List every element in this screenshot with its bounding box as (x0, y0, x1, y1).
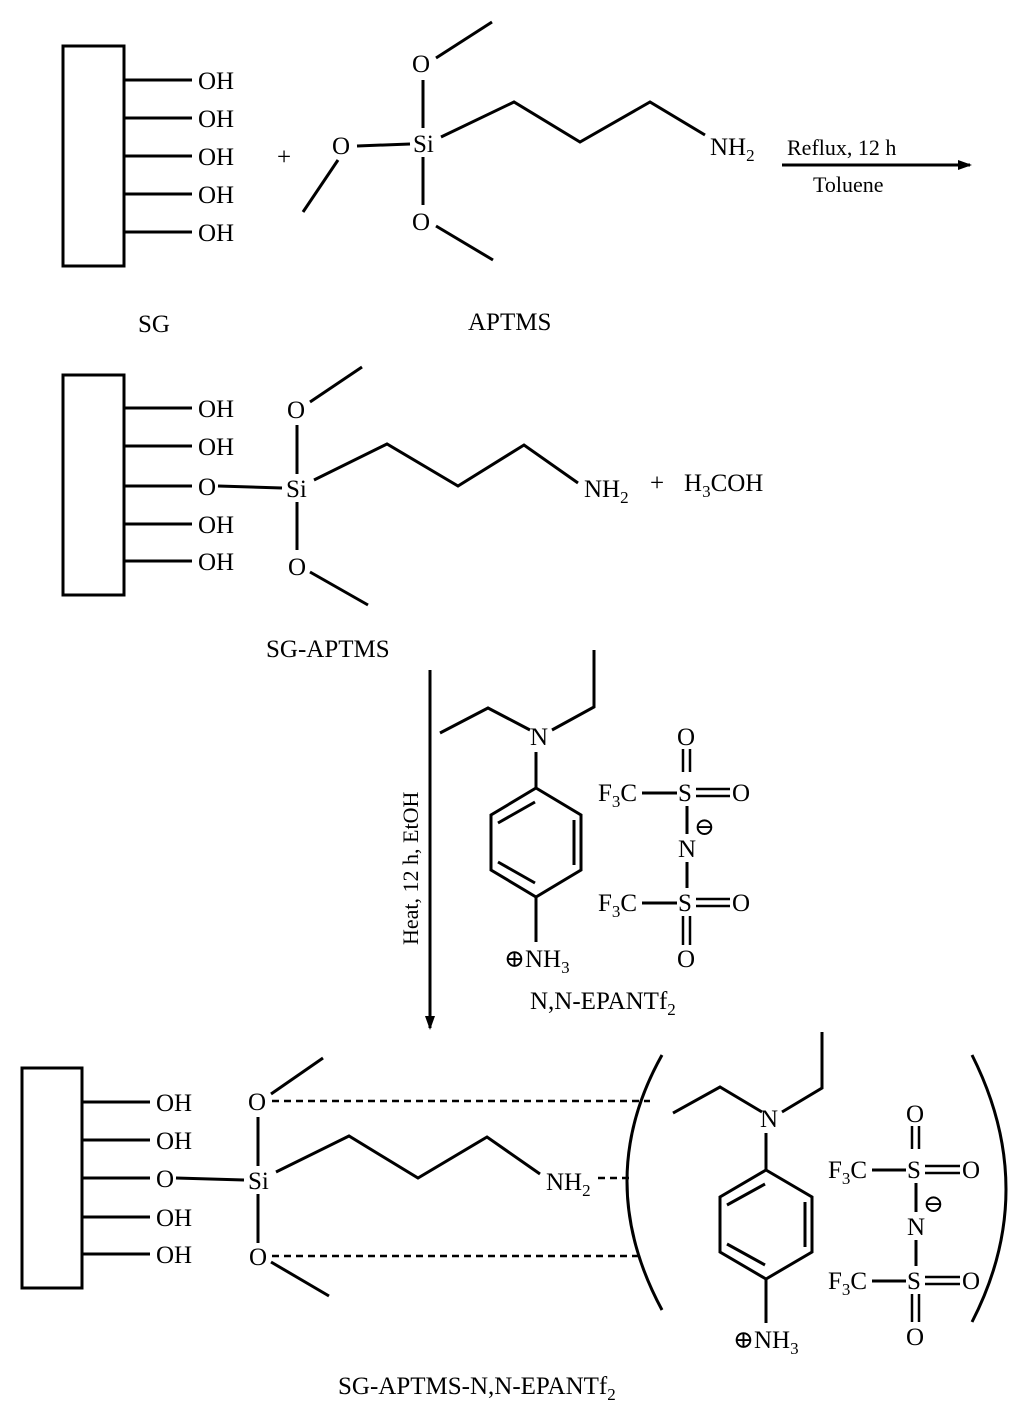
o-label: O (962, 1157, 980, 1184)
si-label: Si (413, 131, 434, 158)
sg-aptms-molecule: OH OH O OH OH Si O O NH2 (61, 365, 629, 607)
s-label: S (678, 890, 692, 917)
s-label: S (907, 1157, 921, 1184)
o-label: O (198, 474, 216, 501)
negative-charge: ⊖ (694, 814, 715, 841)
bracketed-ionic-liquid: N ⊕NH3 F3C S O O N ⊖ F3C S O O (672, 1032, 980, 1358)
oh-label: OH (198, 549, 234, 576)
plus-sign: + (650, 470, 664, 497)
product-molecule: OH OH O OH OH Si O O NH2 (20, 1056, 591, 1298)
sg-aptms-caption: SG-APTMS (266, 636, 390, 663)
oh-label: OH (156, 1090, 192, 1117)
n-label: N (678, 836, 696, 863)
si-label: Si (248, 1168, 269, 1195)
nh2-label: NH2 (584, 476, 629, 507)
aptms-caption: APTMS (468, 309, 551, 336)
n-label: N (907, 1214, 925, 1241)
ionic-liquid-molecule: N ⊕NH3 F3C S O O N ⊖ F3C S O O (439, 650, 750, 977)
cf3-label: F3C (598, 780, 637, 811)
silica-block (61, 44, 126, 268)
s-label: S (907, 1268, 921, 1295)
right-parenthesis (970, 1054, 1008, 1323)
s-label: S (678, 780, 692, 807)
o-label: O (962, 1268, 980, 1295)
silica-gel-sg: OH OH OH OH OH (61, 44, 234, 268)
step1-condition-above: Reflux, 12 h (787, 135, 896, 160)
o-label: O (248, 1089, 266, 1116)
step2-condition: Heat, 12 h, EtOH (398, 792, 423, 945)
o-label: O (732, 780, 750, 807)
o-label: O (732, 890, 750, 917)
oh-label: OH (198, 512, 234, 539)
o-label: O (906, 1324, 924, 1351)
nh2-label: NH2 (710, 134, 755, 165)
negative-charge: ⊖ (923, 1191, 944, 1218)
oh-label: OH (198, 106, 234, 133)
o-label: O (412, 209, 430, 236)
il-caption: N,N-EPANTf2 (530, 988, 676, 1019)
o-label: O (412, 51, 430, 78)
o-label: O (677, 724, 695, 751)
sg-caption: SG (138, 311, 170, 338)
oh-label: OH (156, 1128, 192, 1155)
step1-condition-below: Toluene (813, 172, 884, 197)
nh3-label: ⊕NH3 (733, 1327, 799, 1358)
n-label: N (530, 724, 548, 751)
o-label: O (156, 1166, 174, 1193)
benzene-ring (489, 786, 583, 899)
nh3-label: ⊕NH3 (504, 946, 570, 977)
oh-label: OH (198, 396, 234, 423)
oh-label: OH (198, 182, 234, 209)
nh2-label: NH2 (546, 1169, 591, 1200)
silica-block (61, 373, 126, 597)
oh-label: OH (198, 68, 234, 95)
left-parenthesis (625, 1054, 664, 1311)
o-label: O (287, 397, 305, 424)
o-label: O (677, 946, 695, 973)
o-label: O (332, 133, 350, 160)
oh-label: OH (156, 1205, 192, 1232)
si-label: Si (286, 476, 307, 503)
silica-block (20, 1066, 84, 1290)
o-label: O (288, 554, 306, 581)
oh-label: OH (198, 144, 234, 171)
oh-label: OH (198, 434, 234, 461)
oh-label: OH (156, 1242, 192, 1269)
methanol-label: H3COH (684, 470, 763, 501)
product-caption: SG-APTMS-N,N-EPANTf2 (338, 1373, 616, 1404)
cf3-label: F3C (598, 890, 637, 921)
oh-label: OH (198, 220, 234, 247)
cf3-label: F3C (828, 1157, 867, 1188)
plus-sign: + (277, 144, 291, 171)
o-label: O (249, 1244, 267, 1271)
n-label: N (760, 1106, 778, 1133)
cf3-label: F3C (828, 1268, 867, 1299)
aptms-molecule: O Si O O NH2 (301, 20, 755, 262)
benzene-ring (718, 1168, 814, 1281)
o-label: O (906, 1101, 924, 1128)
